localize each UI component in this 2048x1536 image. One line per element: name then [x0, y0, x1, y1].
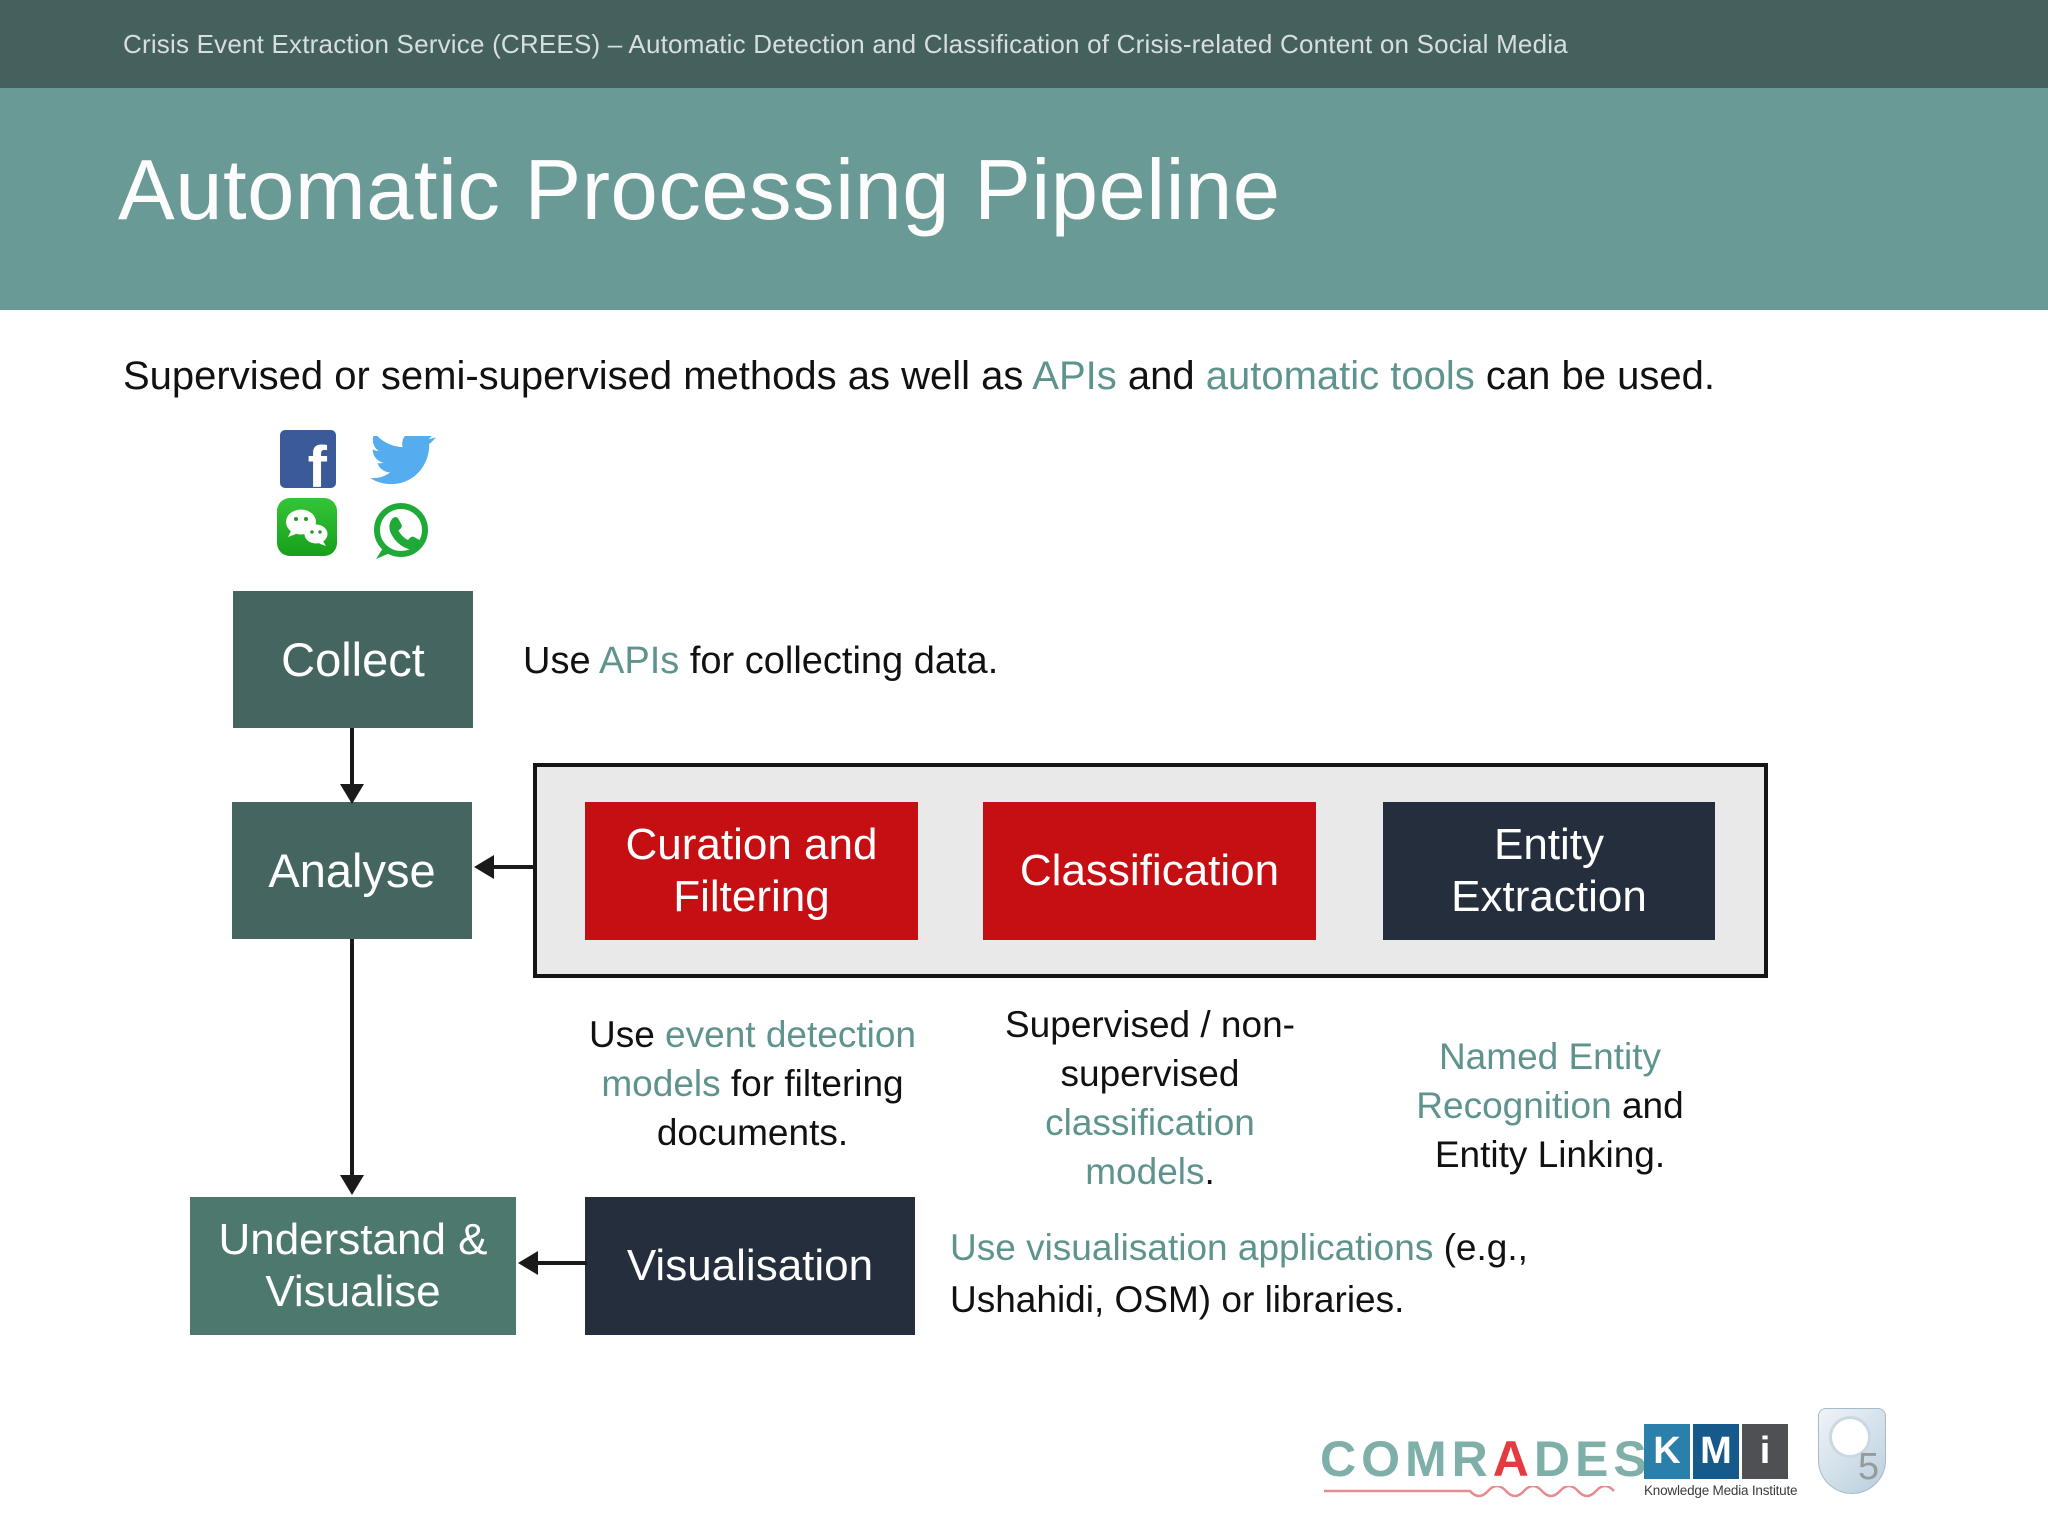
- header-band: [0, 88, 2048, 310]
- collect-note-apis: APIs: [599, 640, 680, 682]
- curation-label-line2: Filtering: [673, 872, 830, 921]
- open-university-logo: [1818, 1408, 1886, 1494]
- curation-filtering-box: Curation and Filtering: [585, 802, 918, 940]
- twitter-icon: [370, 436, 436, 485]
- open-university-logo-circle: [1829, 1416, 1871, 1458]
- entity-note-segment: and: [1611, 1085, 1684, 1126]
- page-number: 5: [1858, 1446, 1880, 1488]
- comrades-logo: COMRADES: [1320, 1430, 1652, 1488]
- curation-note-segment: Use: [588, 1014, 666, 1055]
- comrades-logo-a: A: [1492, 1431, 1534, 1487]
- entity-note-highlight: Named Entity: [1438, 1036, 1662, 1077]
- whatsapp-icon: [374, 503, 428, 559]
- entity-label-line1: Entity: [1493, 820, 1605, 870]
- entity-note-highlight: Recognition: [1416, 1085, 1612, 1126]
- curation-note-segment: for filtering: [720, 1063, 904, 1104]
- classification-note-segment: Supervised / non-: [1004, 1004, 1295, 1045]
- intro-segment: can be used.: [1474, 354, 1715, 398]
- entity-extraction-box: Entity Extraction: [1383, 802, 1715, 940]
- kmi-logo-k-tile: K: [1644, 1424, 1690, 1479]
- intro-text: Supervised or semi-supervised methods as…: [123, 354, 1715, 399]
- classification-note-segment: supervised: [1060, 1053, 1240, 1094]
- facebook-icon: f: [280, 430, 336, 500]
- curation-note: Use event detection models for filtering…: [555, 1010, 950, 1157]
- entity-note: Named Entity Recognition and Entity Link…: [1355, 1032, 1745, 1179]
- classification-note: Supervised / non- supervised classificat…: [960, 1000, 1340, 1196]
- visualisation-box: Visualisation: [585, 1197, 915, 1335]
- collect-note-segment: Use: [523, 640, 600, 682]
- collect-note: Use APIs for collecting data.: [523, 640, 998, 683]
- visualisation-note-segment: (e.g.,: [1433, 1227, 1528, 1268]
- kmi-logo: K M i Knowledge Media Institute: [1644, 1424, 1798, 1498]
- kmi-logo-subtitle: Knowledge Media Institute: [1644, 1483, 1798, 1498]
- visualisation-note: Use visualisation applications (e.g., Us…: [950, 1222, 1528, 1326]
- curation-note-highlight: event detection: [665, 1014, 917, 1055]
- understand-label-line1: Understand &: [218, 1215, 488, 1265]
- classification-label: Classification: [1019, 846, 1280, 896]
- wechat-icon: [277, 498, 337, 556]
- entity-label-line2: Extraction: [1451, 872, 1647, 921]
- kmi-logo-i-tile: i: [1742, 1424, 1788, 1479]
- classification-box: Classification: [983, 802, 1316, 940]
- top-bar: Crisis Event Extraction Service (CREES) …: [0, 0, 2048, 88]
- curation-note-highlight: models: [601, 1063, 721, 1104]
- collect-note-segment: for collecting data.: [679, 640, 999, 682]
- intro-segment: Supervised or semi-supervised methods as…: [123, 354, 1033, 398]
- curation-label-line1: Curation and: [625, 820, 878, 870]
- analyse-label: Analyse: [268, 843, 436, 897]
- classification-note-segment: .: [1204, 1151, 1215, 1192]
- understand-visualise-box: Understand & Visualise: [190, 1197, 516, 1335]
- visualisation-note-segment: Ushahidi, OSM) or libraries.: [950, 1279, 1405, 1320]
- comrades-logo-wave: [1324, 1486, 1615, 1498]
- understand-label-line2: Visualise: [265, 1267, 441, 1316]
- top-bar-text: Crisis Event Extraction Service (CREES) …: [123, 28, 1568, 59]
- classification-note-highlight: classification: [1045, 1102, 1255, 1143]
- comrades-logo-text: COMR: [1320, 1431, 1493, 1487]
- intro-highlight-apis: APIs: [1032, 354, 1117, 398]
- curation-note-segment: documents.: [656, 1112, 849, 1153]
- comrades-logo-text: DES: [1533, 1431, 1652, 1487]
- intro-segment: and: [1116, 354, 1206, 398]
- classification-note-highlight: models: [1085, 1151, 1205, 1192]
- kmi-logo-m-tile: M: [1693, 1424, 1739, 1479]
- visualisation-label: Visualisation: [626, 1241, 874, 1291]
- analyse-box: Analyse: [232, 802, 472, 939]
- intro-highlight-tools: automatic tools: [1205, 354, 1475, 398]
- collect-box: Collect: [233, 591, 473, 728]
- entity-note-segment: Entity Linking.: [1434, 1134, 1666, 1175]
- visualisation-note-highlight: Use visualisation applications: [950, 1227, 1434, 1268]
- page-title: Automatic Processing Pipeline: [118, 143, 1281, 238]
- collect-label: Collect: [281, 632, 425, 686]
